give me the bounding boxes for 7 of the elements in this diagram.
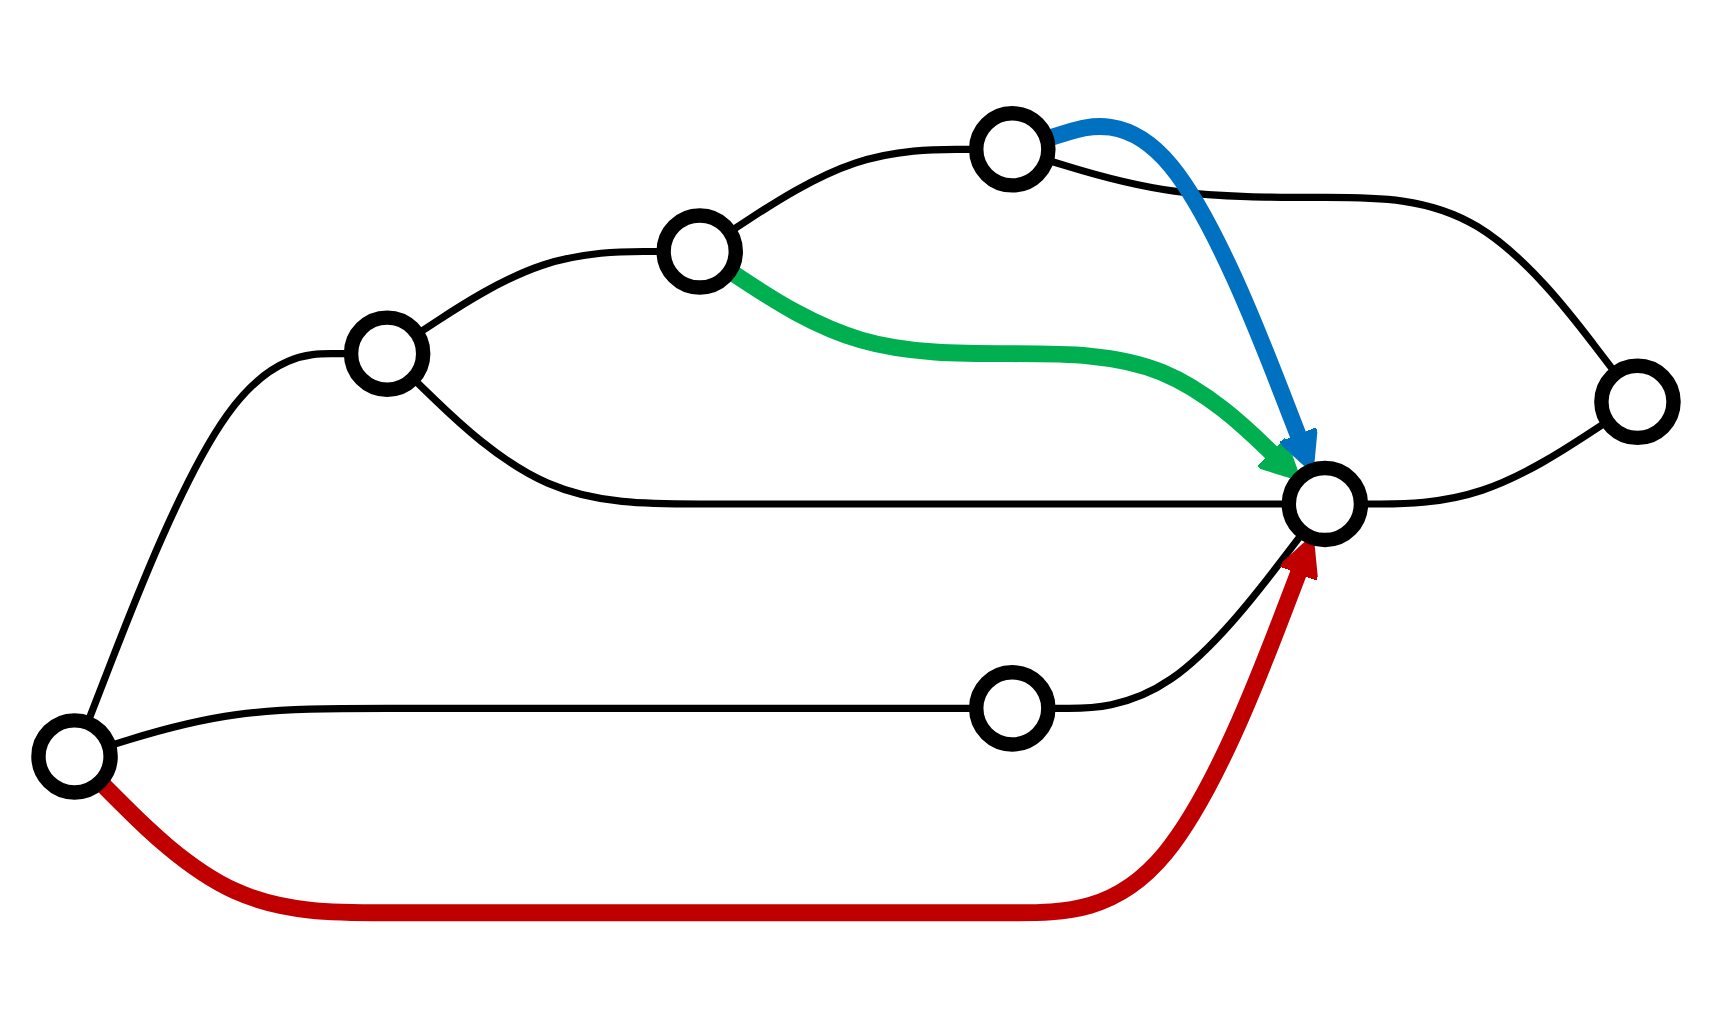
node-circle bbox=[656, 208, 743, 295]
node-circle bbox=[969, 106, 1056, 193]
node-circle bbox=[1281, 460, 1369, 548]
node-circle bbox=[343, 310, 431, 397]
node-circle bbox=[969, 665, 1056, 752]
node-circle bbox=[31, 713, 118, 800]
node-circle bbox=[1594, 358, 1681, 446]
